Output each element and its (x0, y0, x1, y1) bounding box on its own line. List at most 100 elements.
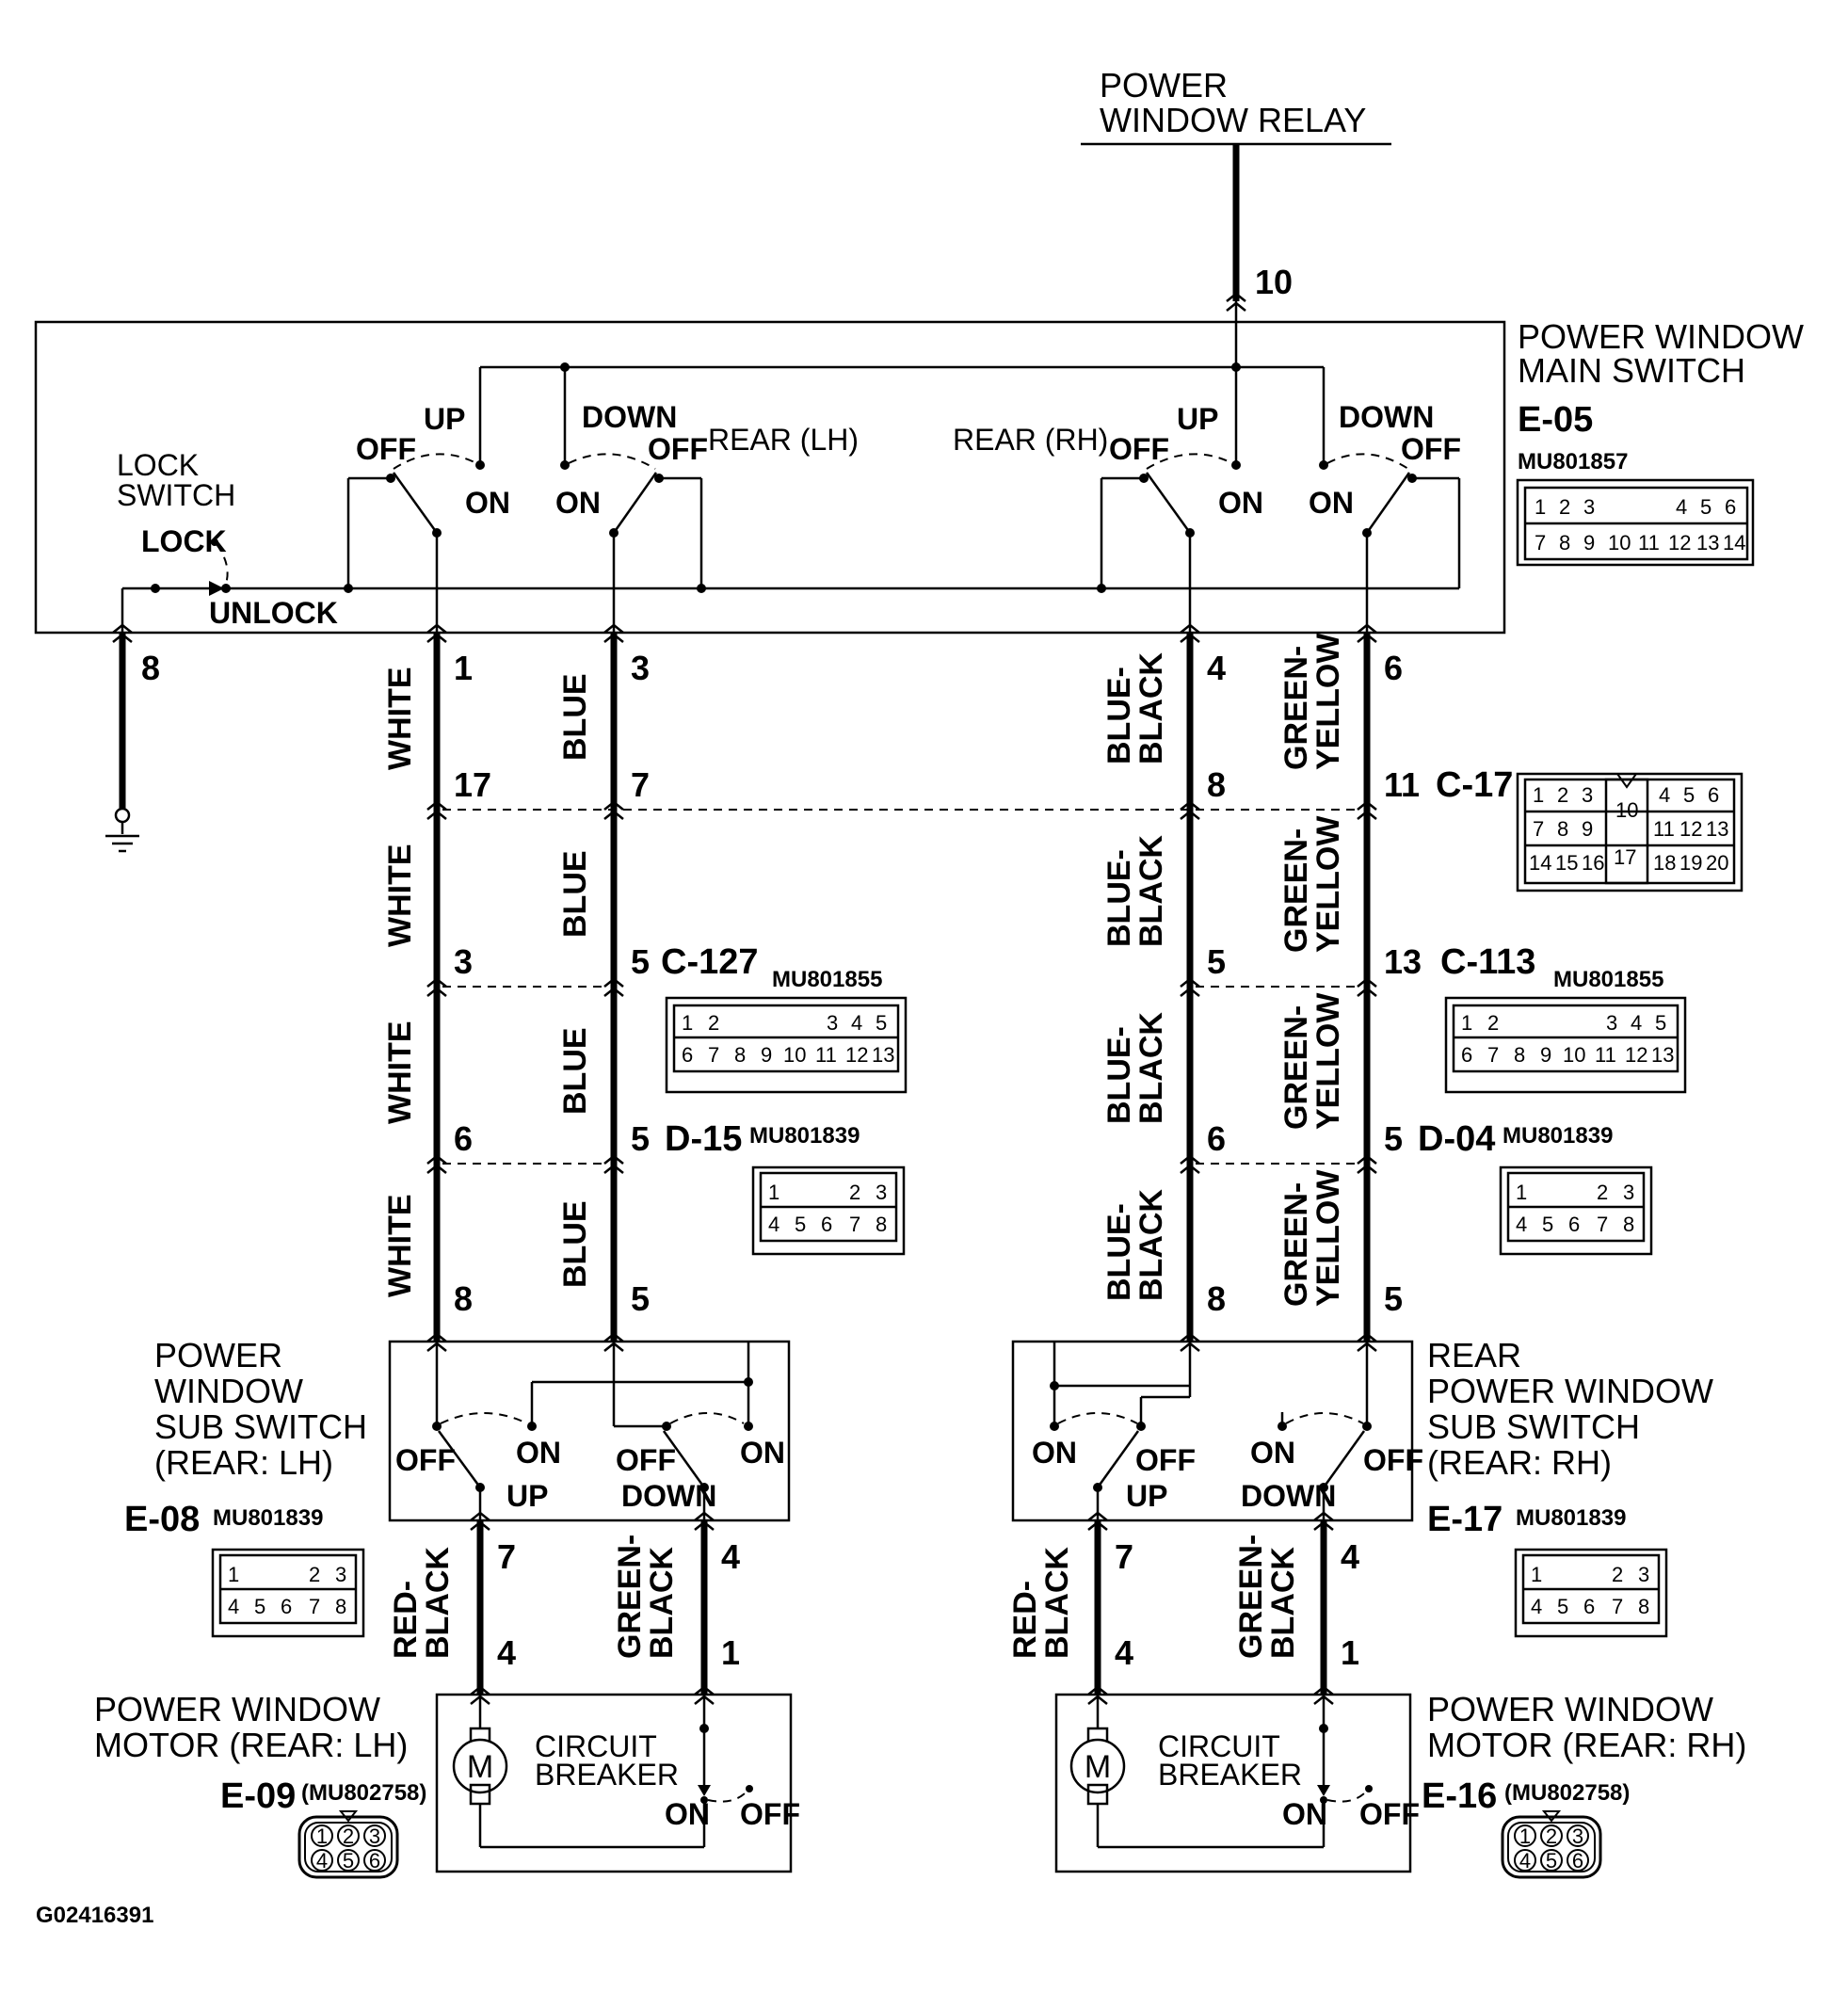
lh-pin: 5 (631, 1279, 650, 1318)
connector-chevron-12 (1180, 977, 1200, 997)
c17-pin: 4 (1659, 783, 1670, 807)
c113-pin: 13 (1651, 1043, 1674, 1067)
connector-chevron-22 (694, 1511, 715, 1531)
rh-sub-switch-label: (REAR: RH) (1427, 1443, 1612, 1482)
rh-wire-color: GREEN- (1278, 646, 1314, 770)
rh-wire-color: YELLOW (1310, 633, 1346, 770)
rh-pin: 1 (1341, 1633, 1359, 1672)
c17-pin: 17 (1614, 845, 1636, 869)
e16-part-no: (MU802758) (1504, 1780, 1630, 1806)
lh-breaker-off-label: OFF (740, 1797, 800, 1831)
lh-pin: 4 (721, 1537, 740, 1576)
rh-wire-color: BLACK (1133, 1012, 1169, 1124)
connector-e17: E-17 MU801839 1 2 3 4 5 6 7 8 (1427, 1500, 1668, 1638)
connector-chevron-0 (426, 623, 447, 643)
e09-pin: 4 (316, 1849, 328, 1872)
e17-part-no: MU801839 (1516, 1505, 1626, 1531)
d04-part-no: MU801839 (1503, 1123, 1613, 1149)
c127-pin: 4 (851, 1011, 862, 1035)
connector-chevron-13 (1180, 1154, 1200, 1174)
connector-e08: E-08 MU801839 1 2 3 4 5 6 7 8 (124, 1500, 365, 1638)
connector-chevron-25 (1087, 1685, 1108, 1705)
lh-sub-switch-label: SUB SWITCH (154, 1407, 367, 1446)
lh-wire-color: BLUE (557, 1200, 593, 1288)
rh-up-on-label: ON (1218, 486, 1263, 520)
relay-pin: 10 (1255, 263, 1293, 301)
rh-sub-down-label: DOWN (1241, 1479, 1336, 1513)
lh-sub-up-off-label: OFF (395, 1443, 456, 1477)
connector-chevron-23 (694, 1685, 715, 1705)
main-switch-label-line1: POWER WINDOW (1518, 317, 1804, 356)
lh-down-label: DOWN (582, 400, 677, 434)
rh-wire-color: GREEN- (1233, 1535, 1269, 1659)
lh-sub-down-off-label: OFF (616, 1443, 676, 1477)
rh-pin: 6 (1384, 649, 1403, 687)
e08-pin: 2 (309, 1563, 320, 1586)
rh-wire-color: BLACK (1133, 835, 1169, 947)
e05-pin: 8 (1559, 531, 1570, 555)
lh-pin: 1 (721, 1633, 740, 1672)
c127-pin: 11 (815, 1043, 837, 1067)
c113-pin: 9 (1540, 1043, 1551, 1067)
e05-pin: 2 (1559, 495, 1570, 519)
c17-pin: 14 (1529, 851, 1551, 875)
e05-pin: 13 (1696, 531, 1719, 555)
rh-sub-switch-label: REAR (1427, 1336, 1521, 1374)
rh-sub-up-on-label: ON (1032, 1436, 1077, 1470)
lh-breaker-label: BREAKER (535, 1758, 679, 1792)
c17-pin: 18 (1653, 851, 1676, 875)
e05-pin: 3 (1583, 495, 1595, 519)
e09-name: E-09 (220, 1776, 296, 1816)
rh-breaker-on-label: ON (1282, 1797, 1327, 1831)
connector-chevron-2 (426, 977, 447, 997)
connector-e16: E-16 (MU802758) 1 2 3 4 5 6 (1422, 1776, 1630, 1879)
c127-pin: 9 (761, 1043, 772, 1067)
d15-name: D-15 (665, 1119, 742, 1159)
d15-pin: 8 (876, 1213, 887, 1236)
c17-pin: 5 (1683, 783, 1695, 807)
rh-sub-down-off-label: OFF (1363, 1443, 1423, 1477)
lh-pin: 7 (631, 765, 650, 804)
rh-pin: 6 (1207, 1119, 1226, 1158)
rear-rh-group-label: REAR (RH) (953, 423, 1108, 457)
rh-wires: 4 6 8 11 5 13 6 5 8 5 BLUE- BLACK GREEN-… (1101, 633, 1422, 1342)
e05-pin: 5 (1700, 495, 1711, 519)
rh-motor-wires: 7 4 4 1 RED- BLACK GREEN- BLACK (1007, 1520, 1359, 1695)
e17-pin: 2 (1612, 1563, 1623, 1586)
connector-chevron-29 (112, 623, 133, 643)
rh-sub-switch: REAR POWER WINDOW SUB SWITCH (REAR: RH) … (1011, 1336, 1713, 1544)
rh-wire-color: BLACK (1133, 652, 1169, 764)
e08-pin: 6 (281, 1595, 292, 1618)
rh-up-off-label: OFF (1109, 432, 1169, 466)
e09-pin: 6 (369, 1849, 380, 1872)
c113-pin: 2 (1487, 1011, 1499, 1035)
connector-chevron-15 (1357, 623, 1377, 643)
rh-breaker-label: CIRCUIT (1158, 1729, 1280, 1763)
d04-pin: 5 (1542, 1213, 1553, 1236)
lh-pin: 1 (454, 649, 473, 687)
c127-pin: 13 (872, 1043, 894, 1067)
relay-label-line2: WINDOW RELAY (1100, 101, 1366, 139)
rh-pin: 5 (1384, 1119, 1403, 1158)
e05-pin: 10 (1608, 531, 1631, 555)
lh-sub-up-on-label: ON (516, 1436, 561, 1470)
rh-sub-up-off-label: OFF (1135, 1443, 1196, 1477)
lh-wire-color: RED- (388, 1581, 424, 1659)
rh-pin: 4 (1115, 1633, 1133, 1672)
connector-chevron-10 (1180, 623, 1200, 643)
d04-pin: 7 (1597, 1213, 1608, 1236)
lh-down-on-label: ON (555, 486, 601, 520)
connector-d04: D-04 MU801839 1 2 3 4 5 6 7 8 (1418, 1119, 1653, 1256)
rh-down-on-label: ON (1309, 486, 1354, 520)
e05-pin: 7 (1535, 531, 1546, 555)
e16-pin: 3 (1572, 1824, 1583, 1848)
e16-pin: 1 (1519, 1824, 1531, 1848)
lh-pin: 3 (454, 942, 473, 981)
e05-pin: 6 (1725, 495, 1736, 519)
c113-name: C-113 (1440, 942, 1535, 982)
rh-pin: 4 (1207, 649, 1226, 687)
e05-pin: 11 (1638, 531, 1660, 555)
lh-motor-label: POWER WINDOW (94, 1690, 380, 1728)
e05-pin: 12 (1668, 531, 1691, 555)
c17-pin: 15 (1555, 851, 1578, 875)
